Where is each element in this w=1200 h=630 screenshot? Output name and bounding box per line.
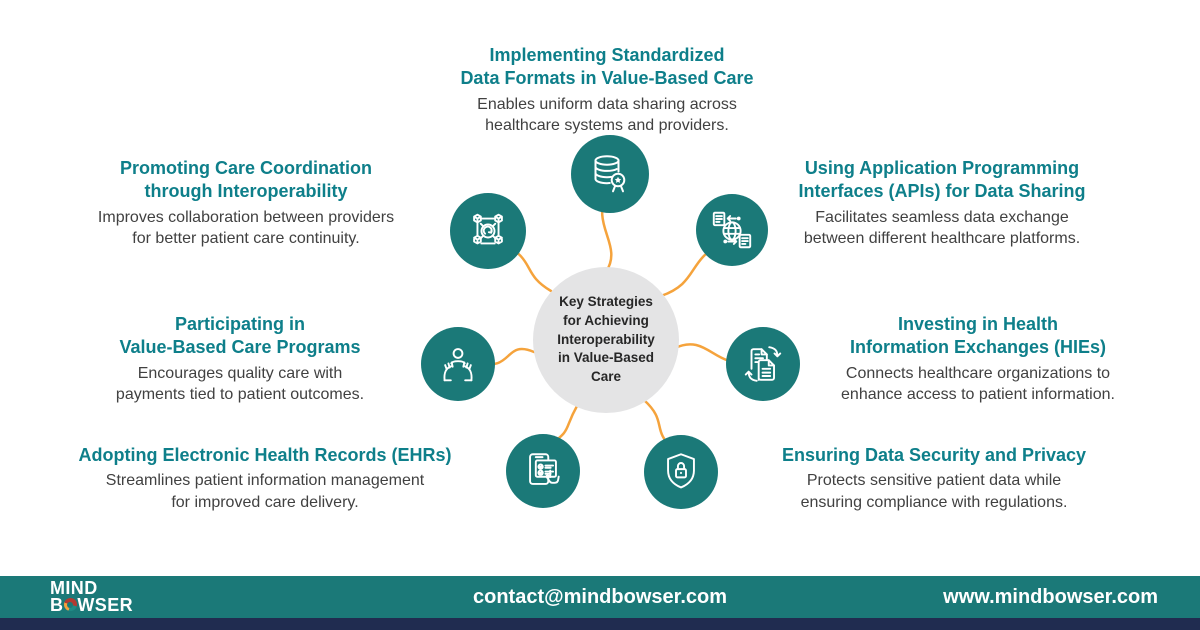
node-value-based-programs (421, 327, 495, 401)
strategy-description: Connects healthcare organizations to enh… (841, 364, 1115, 403)
documents-exchange-icon (744, 346, 782, 382)
footer-email[interactable]: contact@mindbowser.com (473, 585, 727, 608)
strategy-title: Using Application Programming Interfaces… (798, 158, 1086, 202)
node-api-sharing (696, 194, 768, 266)
api-globe-icon (712, 211, 752, 249)
network-cubes-icon (473, 213, 503, 245)
shield-lock-icon (667, 453, 695, 489)
node-standardized-data (571, 135, 649, 213)
database-certificate-icon (594, 155, 626, 193)
strategy-title: Adopting Electronic Health Records (EHRs… (78, 445, 452, 465)
strategy-title: Participating in Value-Based Care Progra… (119, 314, 361, 358)
ehr-tablet-icon (529, 453, 560, 485)
strategy-block-value-based-programs: Participating in Value-Based Care Progra… (50, 313, 430, 405)
strategy-title: Investing in Health Information Exchange… (849, 314, 1107, 358)
logo-o-icon (63, 598, 77, 612)
node-hie (726, 327, 800, 401)
footer-website[interactable]: www.mindbowser.com (943, 585, 1158, 608)
strategy-block-api-sharing: Using Application Programming Interfaces… (752, 157, 1132, 249)
strategy-block-ehr: Adopting Electronic Health Records (EHRs… (65, 444, 465, 513)
strategy-title: Implementing Standardized Data Formats i… (460, 45, 754, 89)
strategy-description: Enables uniform data sharing across heal… (477, 95, 737, 134)
hub-title: Key Strategies for Achieving Interoperab… (557, 294, 655, 384)
bottom-accent-strip (0, 618, 1200, 630)
strategy-title: Promoting Care Coordination through Inte… (120, 158, 372, 202)
strategy-description: Protects sensitive patient data while en… (800, 472, 1068, 511)
logo-line-1: MIND (50, 578, 98, 599)
strategy-block-data-security: Ensuring Data Security and Privacy Prote… (744, 444, 1124, 513)
strategy-block-hie: Investing in Health Information Exchange… (788, 313, 1168, 405)
node-data-security (644, 435, 718, 509)
strategy-description: Encourages quality care with payments ti… (115, 364, 365, 403)
strategy-title: Ensuring Data Security and Privacy (781, 445, 1087, 465)
node-ehr (506, 434, 580, 508)
hub-circle: Key Strategies for Achieving Interoperab… (533, 267, 679, 413)
strategy-description: Improves collaboration between providers… (97, 208, 395, 247)
strategy-block-standardized-data: Implementing Standardized Data Formats i… (407, 44, 807, 136)
strategy-block-care-coordination: Promoting Care Coordination through Inte… (56, 157, 436, 249)
node-care-coordination (450, 193, 526, 269)
strategy-description: Facilitates seamless data exchange betwe… (803, 208, 1081, 247)
strategy-description: Streamlines patient information manageme… (105, 472, 425, 511)
caring-hands-icon (443, 348, 473, 382)
